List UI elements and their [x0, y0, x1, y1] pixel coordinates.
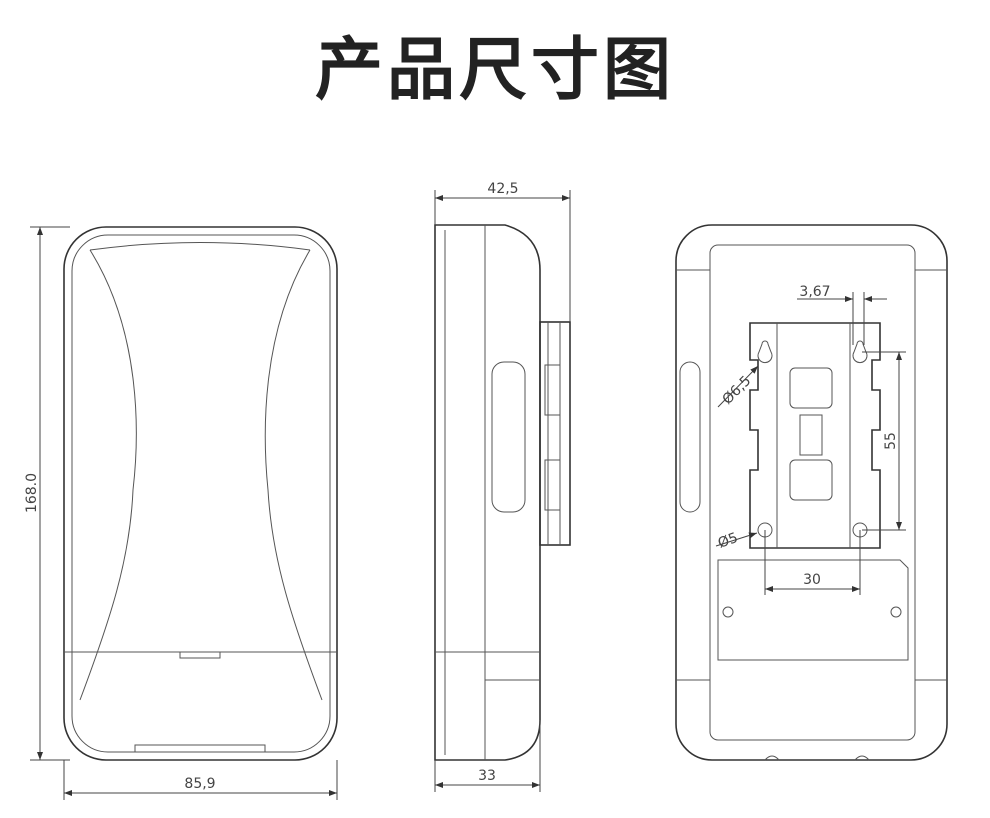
- hole-horizontal-spacing-label: 30: [803, 572, 821, 588]
- hole-offset-dimension: 3,67: [797, 284, 887, 345]
- side-depth-total-label: 42,5: [487, 181, 518, 197]
- front-width-dimension: 85,9: [63, 760, 338, 800]
- side-depth-body-dimension: 33: [434, 720, 541, 792]
- hole-horizontal-spacing-dimension: 30: [764, 530, 861, 595]
- hole-vertical-spacing-label: 55: [883, 432, 899, 450]
- front-width-label: 85,9: [184, 776, 215, 792]
- side-view: [434, 224, 571, 761]
- keyhole-diameter-label: Ø6,5: [720, 373, 755, 408]
- keyhole-diameter-dimension: Ø6,5: [717, 365, 759, 408]
- page-title: 产品尺寸图: [314, 31, 675, 110]
- front-height-dimension: 168.0: [24, 226, 70, 761]
- side-depth-total-dimension: 42,5: [434, 181, 571, 322]
- hole-diameter-label: Ø5: [716, 530, 740, 552]
- front-height-label: 168.0: [24, 473, 40, 513]
- side-depth-body-label: 33: [478, 768, 496, 784]
- front-view: [63, 226, 338, 761]
- hole-vertical-spacing-dimension: 55: [862, 351, 906, 531]
- hole-offset-label: 3,67: [799, 284, 830, 300]
- hole-diameter-dimension: Ø5: [715, 530, 758, 552]
- back-view: [675, 224, 948, 761]
